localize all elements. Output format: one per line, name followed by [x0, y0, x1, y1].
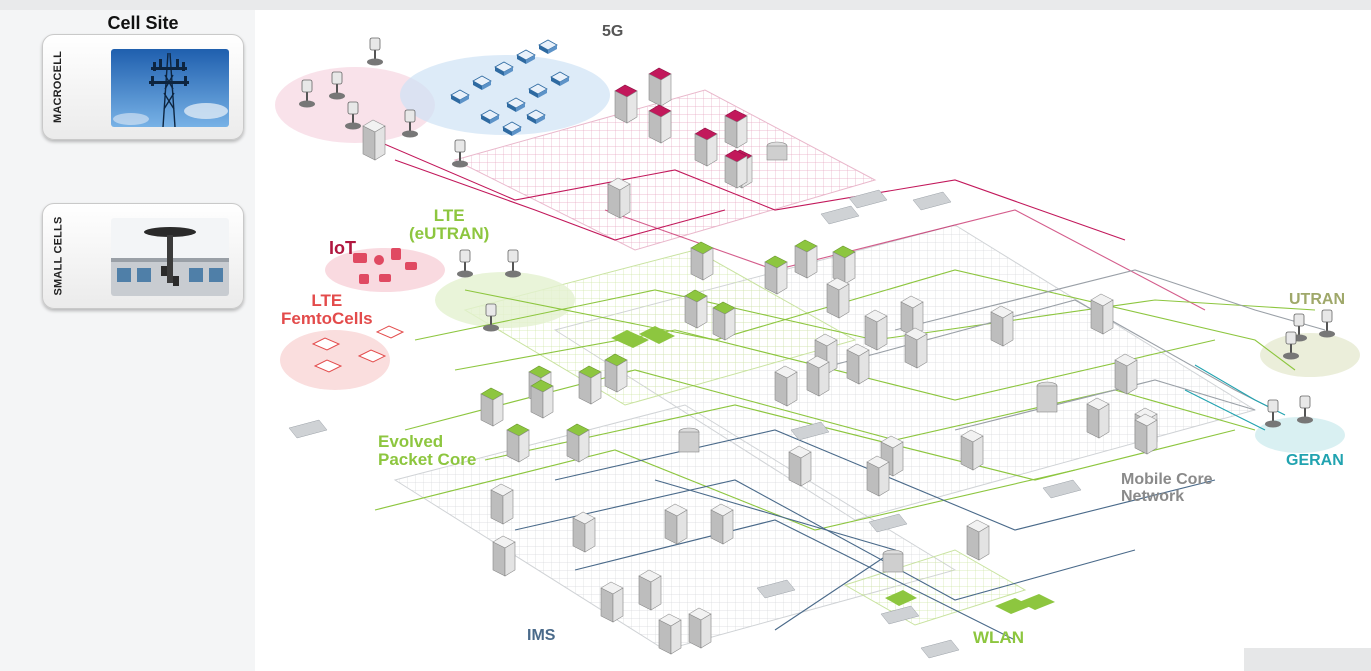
- macrocell-label-wrap: MACROCELL: [43, 35, 73, 139]
- label-evolved-packet-core: Evolved Packet Core: [378, 433, 476, 469]
- cell-site-panel: Cell Site MACROCELL: [40, 10, 246, 671]
- label-iot: IoT: [329, 238, 356, 258]
- label-5g: 5G: [602, 23, 624, 40]
- top-strip: [0, 0, 1371, 10]
- label-mobile-core-network: Mobile Core Network: [1121, 471, 1213, 506]
- network-architecture-diagram: 5G IoT LTE (eUTRAN) LTE FemtoCells Evolv…: [255, 10, 1371, 671]
- label-epc-line2: Packet Core: [378, 449, 477, 469]
- small-cells-label: SMALL CELLS: [52, 216, 64, 296]
- label-ims: IMS: [527, 627, 556, 644]
- cell-tower-photo: [111, 49, 229, 127]
- label-lte: LTE (eUTRAN): [409, 207, 489, 243]
- label-epc-line1: Evolved: [378, 432, 444, 451]
- small-cell-antenna-icon: [111, 218, 229, 296]
- network-drawing: [275, 37, 1360, 659]
- label-femto-line1: LTE: [311, 291, 343, 310]
- label-geran: GERAN: [1286, 452, 1344, 469]
- label-utran: UTRAN: [1289, 291, 1345, 308]
- corner-box: [1244, 648, 1371, 671]
- macrocell-card[interactable]: MACROCELL: [42, 34, 244, 140]
- small-cell-antenna-photo: [111, 218, 229, 296]
- label-mcn-line1: Mobile Core: [1121, 471, 1213, 488]
- label-mcn-line2: Network: [1121, 487, 1185, 505]
- label-wlan: WLAN: [973, 628, 1024, 647]
- label-femto-line2: FemtoCells: [281, 308, 373, 328]
- small-cells-card[interactable]: SMALL CELLS: [42, 203, 244, 309]
- small-cells-label-wrap: SMALL CELLS: [43, 204, 73, 308]
- macrocell-label: MACROCELL: [52, 50, 65, 124]
- label-lte-line1: LTE: [433, 206, 465, 225]
- label-femtocells: LTE FemtoCells: [281, 292, 373, 328]
- cell-site-title: Cell Site: [107, 13, 179, 33]
- cell-tower-icon: [111, 49, 229, 127]
- label-lte-line2: (eUTRAN): [409, 223, 490, 243]
